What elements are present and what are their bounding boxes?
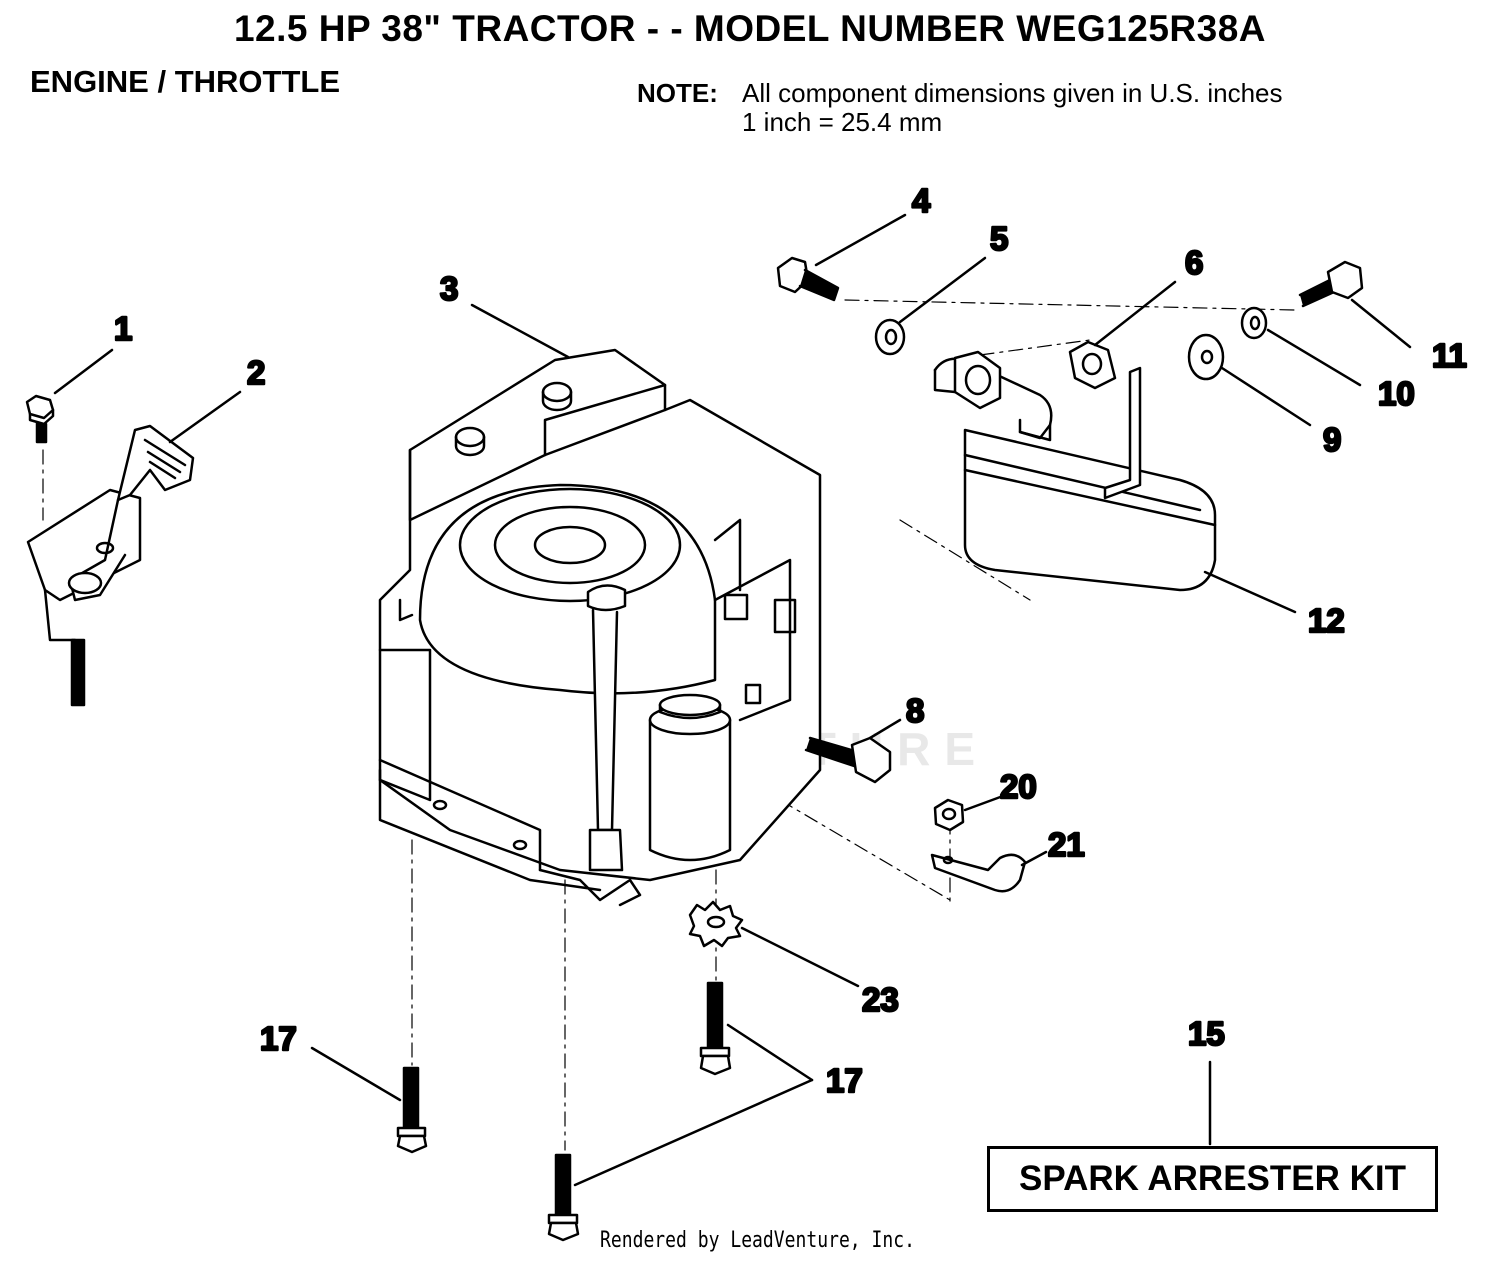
part-20-nut bbox=[933, 798, 965, 832]
callout-5: 5 bbox=[990, 220, 1008, 257]
callout-12: 12 bbox=[1308, 602, 1345, 639]
part-21-clip bbox=[930, 853, 1027, 893]
part-11-bolt bbox=[1298, 260, 1364, 308]
callout-15: 15 bbox=[1188, 1015, 1225, 1052]
part-9-washer bbox=[1187, 333, 1225, 381]
diagram-title: 12.5 HP 38" TRACTOR - - MODEL NUMBER WEG… bbox=[233, 8, 1267, 49]
callout-17-left: 17 bbox=[260, 1020, 297, 1057]
part-1-bolt bbox=[25, 394, 55, 444]
spark-arrester-kit-box: SPARK ARRESTER KIT bbox=[987, 1146, 1438, 1212]
part-4-bolt bbox=[776, 256, 840, 302]
footer-credit: Rendered by LeadVenture, Inc. bbox=[600, 1228, 915, 1253]
spark-arrester-kit-label: SPARK ARRESTER KIT bbox=[1019, 1159, 1406, 1198]
callout-21: 21 bbox=[1048, 826, 1085, 863]
callout-1: 1 bbox=[114, 310, 132, 347]
callout-4: 4 bbox=[912, 182, 931, 219]
part-23-star-washer bbox=[688, 900, 744, 948]
callout-20: 20 bbox=[1000, 768, 1037, 805]
part-10-lock-washer bbox=[1240, 306, 1268, 340]
note-line-1: All component dimensions given in U.S. i… bbox=[742, 78, 1283, 108]
leader-lines bbox=[53, 213, 1412, 1187]
part-17-bolt-left bbox=[396, 1066, 428, 1154]
callout-17-right: 17 bbox=[826, 1062, 863, 1099]
note-line-2: 1 inch = 25.4 mm bbox=[742, 107, 943, 137]
callout-6: 6 bbox=[1185, 244, 1203, 281]
part-5-washer bbox=[874, 318, 906, 356]
part-6-gasket bbox=[1068, 340, 1117, 390]
part-17-bolt-bottom bbox=[547, 1153, 580, 1242]
callout-8: 8 bbox=[906, 692, 924, 729]
note-label: NOTE: bbox=[637, 78, 718, 108]
part-2-throttle-control bbox=[26, 424, 195, 707]
section-heading: ENGINE / THROTTLE bbox=[30, 64, 340, 99]
callout-11: 11 bbox=[1432, 337, 1467, 374]
part-3-engine bbox=[378, 348, 822, 907]
part-12-muffler bbox=[933, 350, 1217, 592]
callout-2: 2 bbox=[247, 354, 265, 391]
callout-3: 3 bbox=[440, 270, 458, 307]
callout-9: 9 bbox=[1323, 421, 1341, 458]
part-17-bolt-center bbox=[699, 981, 732, 1076]
callout-23: 23 bbox=[862, 981, 899, 1018]
callout-10: 10 bbox=[1378, 375, 1415, 412]
